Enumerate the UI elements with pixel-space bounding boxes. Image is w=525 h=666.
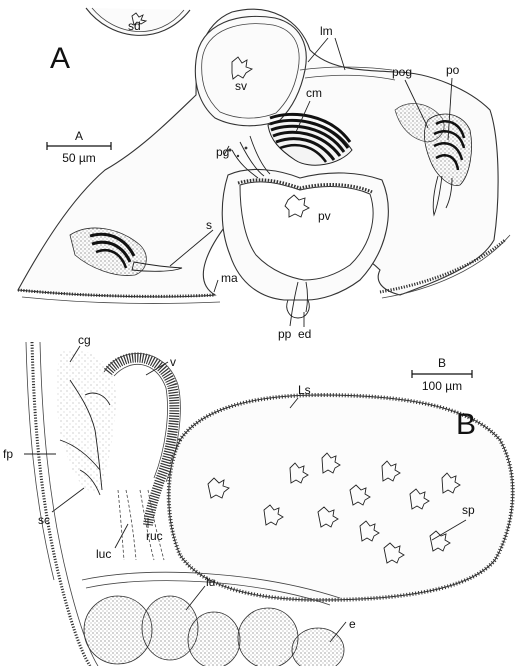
label-pp: pp [278, 327, 292, 341]
label-ls: Ls [298, 383, 311, 397]
label-pg: pg [216, 145, 229, 159]
label-ed: ed [298, 327, 311, 341]
stylet-left [69, 227, 183, 276]
panel-b: B 100 µm B cg v Ls fp sc sp luc ruc lu e [3, 333, 515, 666]
scale-bar-a: A 50 µm [46, 129, 112, 165]
panel-b-letter: B [456, 408, 476, 441]
label-sd: sd [128, 19, 141, 33]
label-sv: sv [235, 79, 247, 93]
sv-content [231, 56, 254, 80]
label-v: v [170, 355, 176, 369]
sd-structure [85, 7, 191, 36]
seminal-vesicle [194, 15, 307, 127]
leader-lines-a [169, 37, 453, 327]
label-ruc: ruc [146, 529, 163, 543]
stylet-right [394, 103, 472, 217]
scale-bar-a-label: A [75, 129, 83, 143]
scale-bar-b-value: 100 µm [422, 379, 462, 393]
label-sp: sp [462, 503, 475, 517]
label-pv: pv [318, 209, 331, 223]
scale-bar-b-label: B [438, 356, 446, 370]
seminal-bursa [168, 394, 514, 601]
label-cm: cm [306, 86, 322, 100]
scale-bar-a-value: 50 µm [62, 151, 96, 165]
prostatic-glands [228, 135, 271, 179]
eggs [83, 595, 345, 666]
copulatory-muscle [267, 112, 353, 166]
label-fp: fp [3, 447, 13, 461]
cement-glands [56, 350, 116, 496]
label-lu: lu [206, 575, 215, 589]
label-cg: cg [78, 333, 91, 347]
label-po: po [446, 63, 460, 77]
label-s: s [206, 218, 212, 232]
scale-bar-b: B 100 µm [411, 356, 473, 393]
label-sc: sc [38, 513, 50, 527]
label-luc: luc [96, 547, 111, 561]
body-wall-left [30, 341, 92, 666]
sperm-clusters [207, 452, 461, 564]
label-lm: lm [320, 24, 333, 38]
label-pog: pog [392, 65, 412, 79]
leader-lines-b [24, 345, 467, 643]
label-e: e [349, 617, 356, 631]
label-ma: ma [221, 271, 238, 285]
pv-content [284, 194, 310, 218]
panel-a: A 50 µm A sd sv lm cm pog po pg pv s ma … [17, 7, 511, 341]
sd-content [131, 12, 148, 26]
panel-a-letter: A [50, 42, 70, 75]
